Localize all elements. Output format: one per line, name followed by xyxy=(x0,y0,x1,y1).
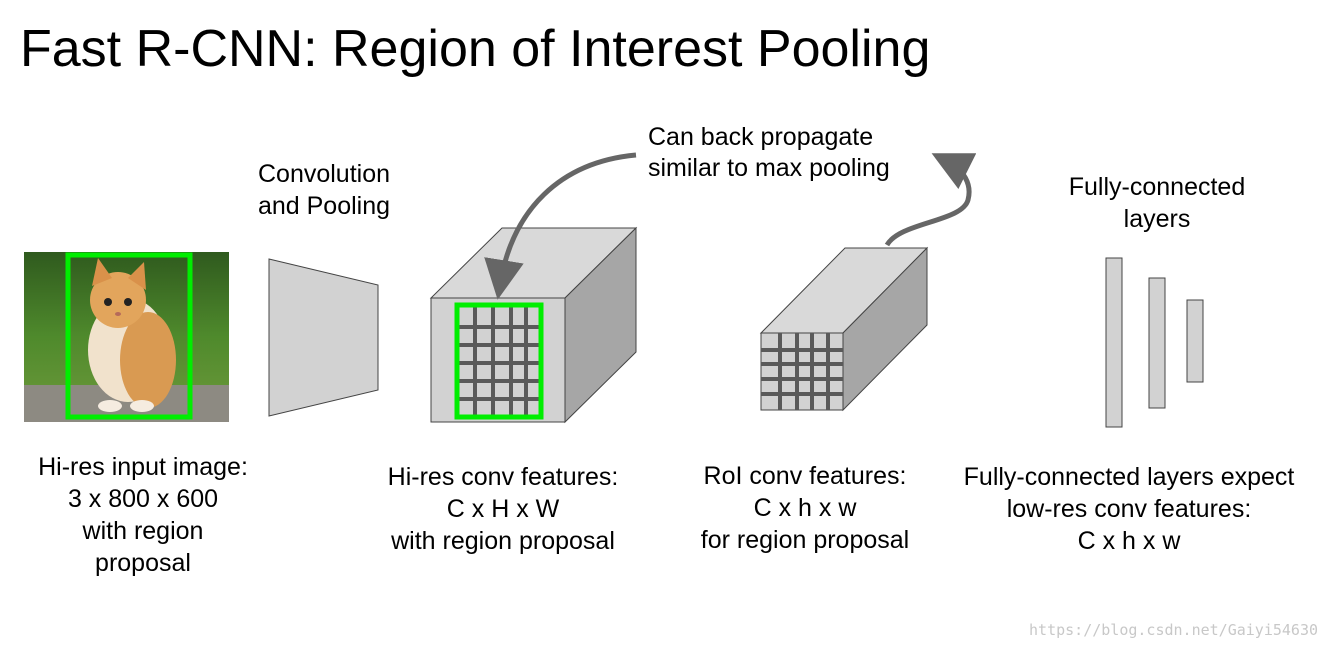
page-title: Fast R-CNN: Region of Interest Pooling xyxy=(20,20,931,78)
roi-feature-block xyxy=(759,246,929,412)
backprop-arrow-left xyxy=(484,152,637,300)
backprop-label: Can back propagate similar to max poolin… xyxy=(648,123,890,182)
hires-grid xyxy=(457,305,541,417)
roi-features-caption: RoI conv features: C x h x w for region … xyxy=(700,462,910,554)
fc-layer-2 xyxy=(1148,277,1166,409)
hires-features-caption: Hi-res conv features: C x H x W with reg… xyxy=(387,463,619,555)
input-image xyxy=(24,252,229,422)
fc-expect-caption: Fully-connected layers expect low-res co… xyxy=(963,463,1295,555)
backprop-arrow-right xyxy=(884,153,977,247)
roi-grid xyxy=(761,333,843,410)
hires-proposal-box xyxy=(454,302,544,420)
fc-top-label: Fully-connected layers xyxy=(1068,173,1246,233)
watermark: https://blog.csdn.net/Gaiyi54630 xyxy=(1029,621,1318,639)
fc-layer-1 xyxy=(1105,257,1123,428)
fc-layer-3 xyxy=(1186,299,1204,383)
conv-pool-trapezoid xyxy=(268,258,379,417)
input-image-caption: Hi-res input image: 3 x 800 x 600 with r… xyxy=(38,453,248,577)
conv-pool-label: Convolution and Pooling xyxy=(257,160,391,220)
region-proposal-box xyxy=(65,252,193,420)
